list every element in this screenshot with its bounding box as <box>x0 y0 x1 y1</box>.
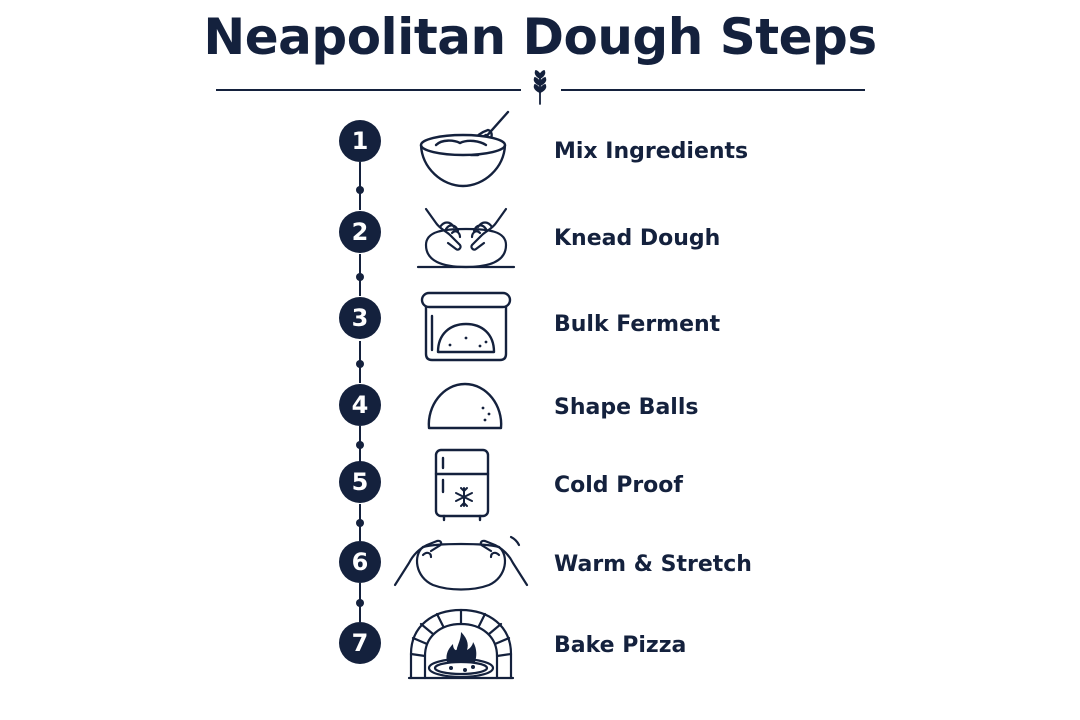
timeline-joint <box>356 519 364 527</box>
kneading-hands-icon <box>416 205 516 273</box>
timeline-joint <box>356 441 364 449</box>
step-number-badge: 4 <box>339 384 381 426</box>
dough-ball-icon <box>425 380 505 432</box>
step-number-badge: 3 <box>339 297 381 339</box>
wheat-icon <box>533 70 547 105</box>
step-label: Shape Balls <box>554 395 699 420</box>
step-label: Bake Pizza <box>554 633 687 658</box>
step-number-badge: 2 <box>339 211 381 253</box>
stretching-hands-icon <box>393 533 529 593</box>
pizza-oven-icon <box>407 608 515 682</box>
timeline-joint <box>356 599 364 607</box>
step-number-badge: 1 <box>339 120 381 162</box>
timeline-joint <box>356 360 364 368</box>
page-title: Neapolitan Dough Steps <box>203 8 877 66</box>
step-number-badge: 5 <box>339 461 381 503</box>
step-label: Warm & Stretch <box>554 552 752 577</box>
step-label: Mix Ingredients <box>554 139 749 164</box>
mixing-bowl-whisk-icon <box>416 108 516 190</box>
step-label: Knead Dough <box>554 226 721 251</box>
title-divider-right <box>561 89 865 91</box>
step-label: Bulk Ferment <box>554 312 721 337</box>
refrigerator-icon <box>434 448 490 522</box>
step-label: Cold Proof <box>554 473 683 498</box>
timeline-joint <box>356 273 364 281</box>
timeline-joint <box>356 186 364 194</box>
dough-container-icon <box>420 290 512 362</box>
title-divider-left <box>216 89 521 91</box>
step-number-badge: 7 <box>339 622 381 664</box>
step-number-badge: 6 <box>339 541 381 583</box>
